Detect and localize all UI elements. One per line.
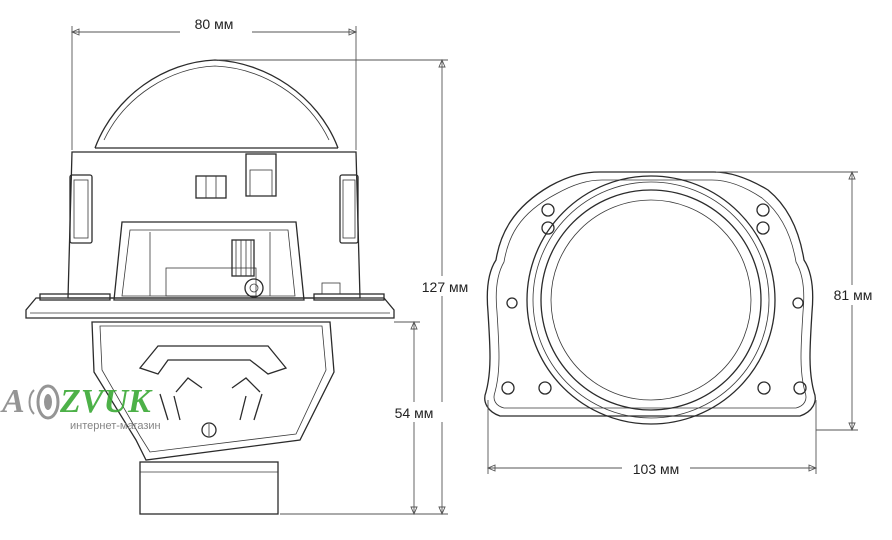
mounting-flange <box>25 297 395 319</box>
bottom-ring <box>139 461 279 515</box>
solenoid-detail <box>231 239 264 298</box>
watermark-logo: A ZVUK интернет-магазин <box>0 383 161 432</box>
lens-glass <box>550 199 752 401</box>
dimension-lines <box>70 26 858 516</box>
front-bracket <box>484 171 816 417</box>
dim-height-front-label: 81 мм <box>834 287 873 303</box>
dim-width-top-label: 80 мм <box>195 16 234 32</box>
dim-width-front-label: 103 мм <box>633 461 680 477</box>
logo-brand-left: A <box>0 383 25 420</box>
housing-body <box>67 151 361 299</box>
lens-dome <box>94 59 339 149</box>
speaker-icon <box>28 384 60 420</box>
side-view <box>25 59 395 515</box>
dim-height-total-label: 127 мм <box>422 279 469 295</box>
dim-height-lower-label: 54 мм <box>395 405 434 421</box>
front-view <box>484 171 816 425</box>
logo-brand-right: ZVUK <box>59 383 153 420</box>
lens-outer-ring <box>526 175 776 425</box>
lower-shroud <box>91 321 335 461</box>
logo-subtitle: интернет-магазин <box>70 420 161 432</box>
